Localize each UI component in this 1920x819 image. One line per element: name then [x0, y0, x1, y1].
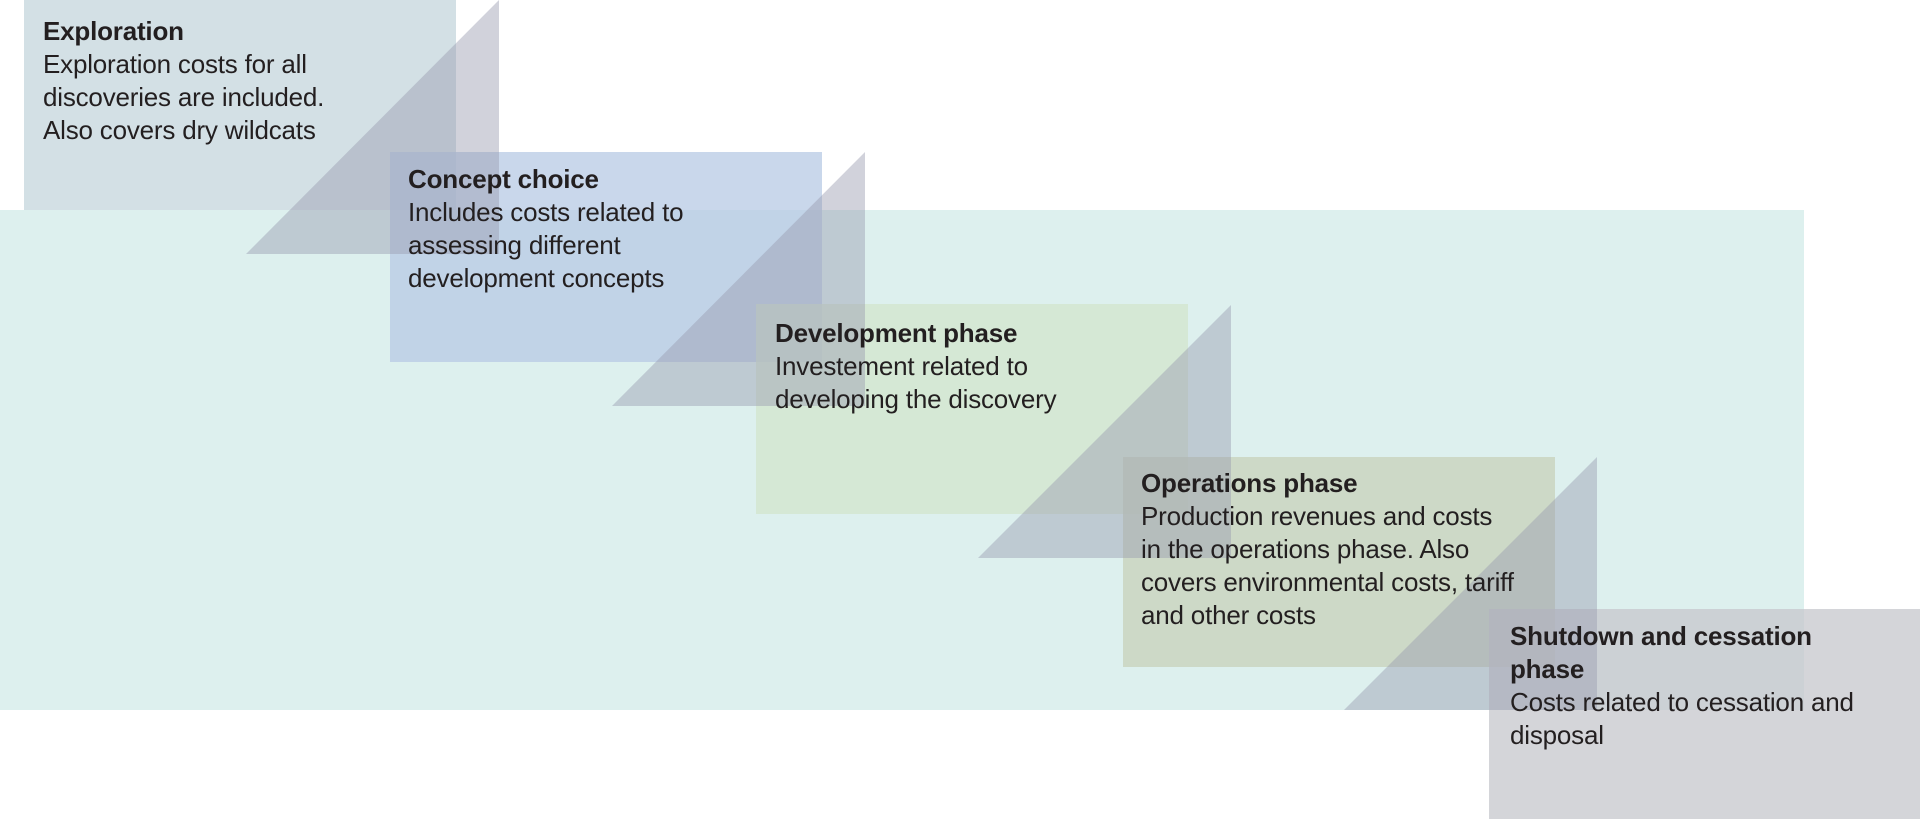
phase-description: Investement related to developing the di…: [775, 351, 1057, 414]
phase-exploration: Exploration Exploration costs for all di…: [43, 15, 324, 147]
phase-box-shutdown: [1489, 609, 1920, 819]
phase-operations: Operations phase Production revenues and…: [1141, 467, 1514, 632]
connector-triangle-1: [246, 0, 499, 254]
phase-box-exploration: [24, 0, 456, 210]
phase-title: Exploration: [43, 16, 184, 46]
phase-title: Shutdown and cessation phase: [1510, 621, 1812, 684]
phase-description: Production revenues and costs in the ope…: [1141, 501, 1514, 630]
connector-triangle-3: [978, 305, 1231, 558]
phase-title: Operations phase: [1141, 468, 1358, 498]
phase-description: Includes costs related to assessing diff…: [408, 197, 684, 293]
phase-box-concept: [390, 152, 822, 362]
phase-description: Costs related to cessation and disposal: [1510, 687, 1854, 750]
connector-triangle-4: [1344, 457, 1597, 710]
phase-development: Development phase Investement related to…: [775, 317, 1057, 416]
phase-title: Development phase: [775, 318, 1018, 348]
phase-description: Exploration costs for all discoveries ar…: [43, 49, 325, 145]
phase-box-development: [756, 304, 1188, 514]
phase-concept: Concept choice Includes costs related to…: [408, 163, 684, 295]
phase-title: Concept choice: [408, 164, 599, 194]
phase-box-operations: [1123, 457, 1555, 667]
connector-triangle-2: [612, 152, 865, 406]
phase-shutdown: Shutdown and cessation phase Costs relat…: [1510, 620, 1854, 752]
